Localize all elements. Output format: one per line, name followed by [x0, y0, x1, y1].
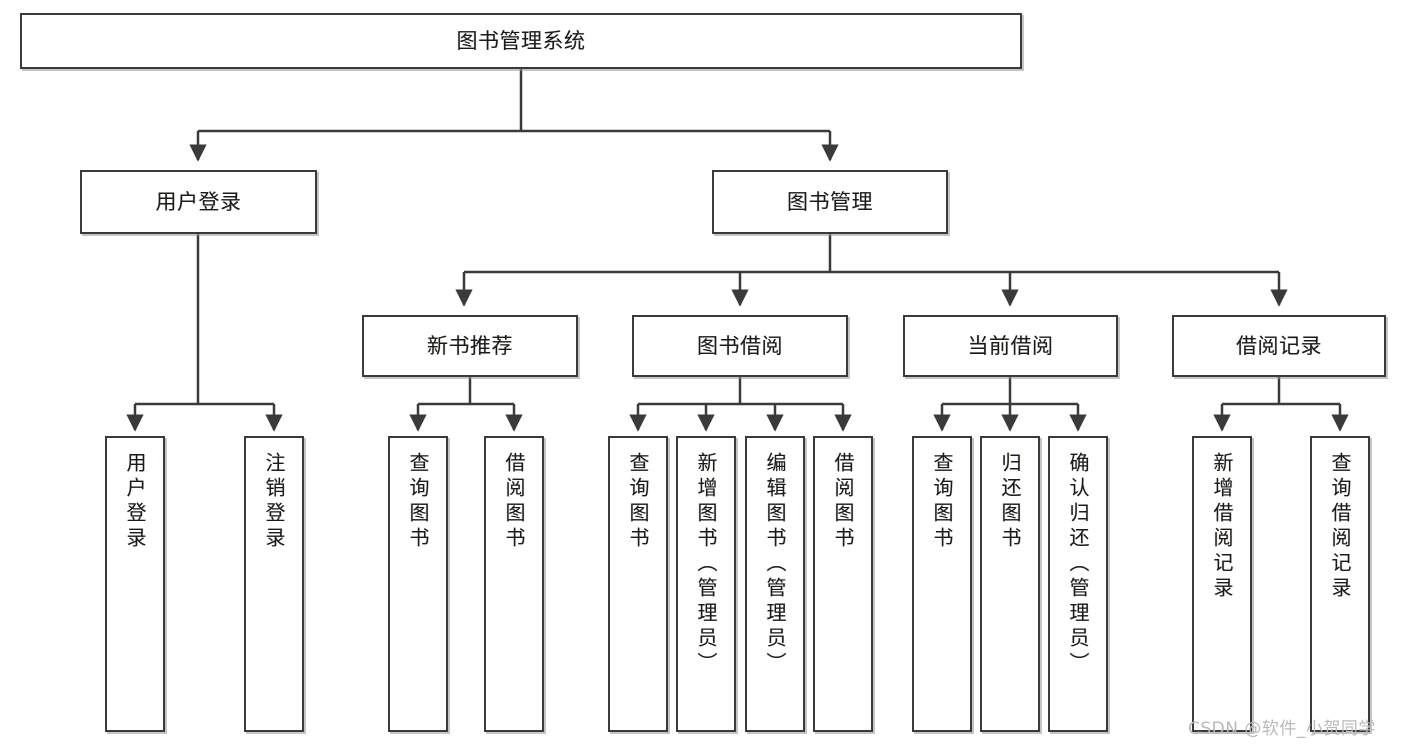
watermark: CSDN @软件_小贺同学	[1188, 719, 1376, 739]
leaf-current-borrow-return-label: 归还图书	[998, 452, 1022, 552]
leaf-current-borrow-confirm[interactable]: 确认归还（管理员）	[1048, 436, 1108, 732]
leaf-book-borrow-edit-label: 编辑图书（管理员）	[763, 452, 787, 677]
node-borrow-record[interactable]: 借阅记录	[1172, 315, 1386, 377]
leaf-book-borrow-borrow[interactable]: 借阅图书	[813, 436, 873, 732]
leaf-book-borrow-add-label: 新增图书（管理员）	[694, 452, 718, 677]
node-new-book-recommend-label: 新书推荐	[427, 333, 513, 358]
leaf-book-borrow-borrow-label: 借阅图书	[831, 452, 855, 552]
leaf-user-login-login[interactable]: 用户登录	[105, 436, 165, 732]
leaf-current-borrow-return[interactable]: 归还图书	[980, 436, 1040, 732]
node-book-management[interactable]: 图书管理	[712, 170, 948, 234]
node-new-book-recommend[interactable]: 新书推荐	[362, 315, 578, 377]
node-book-borrow[interactable]: 图书借阅	[632, 315, 848, 377]
leaf-new-book-borrow[interactable]: 借阅图书	[484, 436, 544, 732]
node-user-login[interactable]: 用户登录	[80, 170, 317, 234]
leaf-book-borrow-add[interactable]: 新增图书（管理员）	[676, 436, 736, 732]
leaf-current-borrow-query-label: 查询图书	[930, 452, 954, 552]
leaf-new-book-query-label: 查询图书	[406, 452, 430, 552]
leaf-borrow-record-add[interactable]: 新增借阅记录	[1192, 436, 1252, 732]
leaf-book-borrow-query-label: 查询图书	[626, 452, 650, 552]
node-borrow-record-label: 借阅记录	[1236, 333, 1322, 358]
node-user-login-label: 用户登录	[155, 189, 242, 214]
node-root[interactable]: 图书管理系统	[20, 13, 1022, 69]
leaf-borrow-record-add-label: 新增借阅记录	[1210, 452, 1234, 602]
node-book-borrow-label: 图书借阅	[697, 333, 783, 358]
leaf-new-book-borrow-label: 借阅图书	[502, 452, 526, 552]
leaf-user-login-login-label: 用户登录	[123, 452, 147, 552]
leaf-user-login-logout[interactable]: 注销登录	[244, 436, 304, 732]
leaf-book-borrow-query[interactable]: 查询图书	[608, 436, 668, 732]
leaf-new-book-query[interactable]: 查询图书	[388, 436, 448, 732]
node-root-label: 图书管理系统	[456, 28, 586, 53]
leaf-current-borrow-query[interactable]: 查询图书	[912, 436, 972, 732]
node-book-management-label: 图书管理	[787, 189, 873, 214]
leaf-user-login-logout-label: 注销登录	[262, 452, 286, 552]
leaf-borrow-record-query[interactable]: 查询借阅记录	[1310, 436, 1370, 732]
leaf-current-borrow-confirm-label: 确认归还（管理员）	[1066, 452, 1090, 677]
leaf-borrow-record-query-label: 查询借阅记录	[1328, 452, 1352, 602]
node-current-borrow-label: 当前借阅	[967, 333, 1054, 358]
leaf-book-borrow-edit[interactable]: 编辑图书（管理员）	[745, 436, 805, 732]
node-current-borrow[interactable]: 当前借阅	[903, 315, 1118, 377]
